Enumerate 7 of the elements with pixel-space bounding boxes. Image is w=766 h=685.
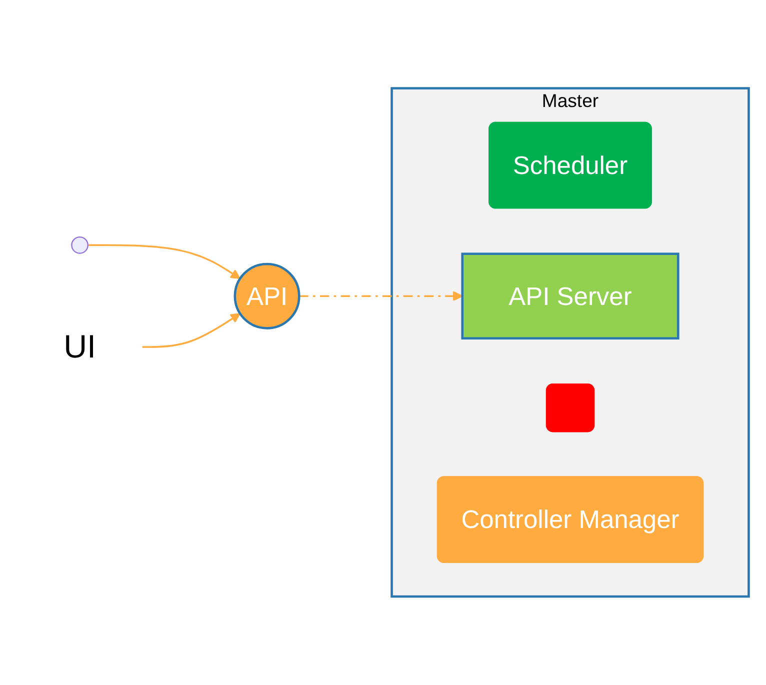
node-text: UI	[64, 328, 96, 364]
node-box: API Server	[461, 252, 680, 340]
arrow	[299, 291, 463, 302]
arrow	[88, 244, 241, 280]
node-point	[71, 236, 88, 254]
arrow	[142, 313, 241, 348]
node-circle: API	[234, 262, 300, 330]
